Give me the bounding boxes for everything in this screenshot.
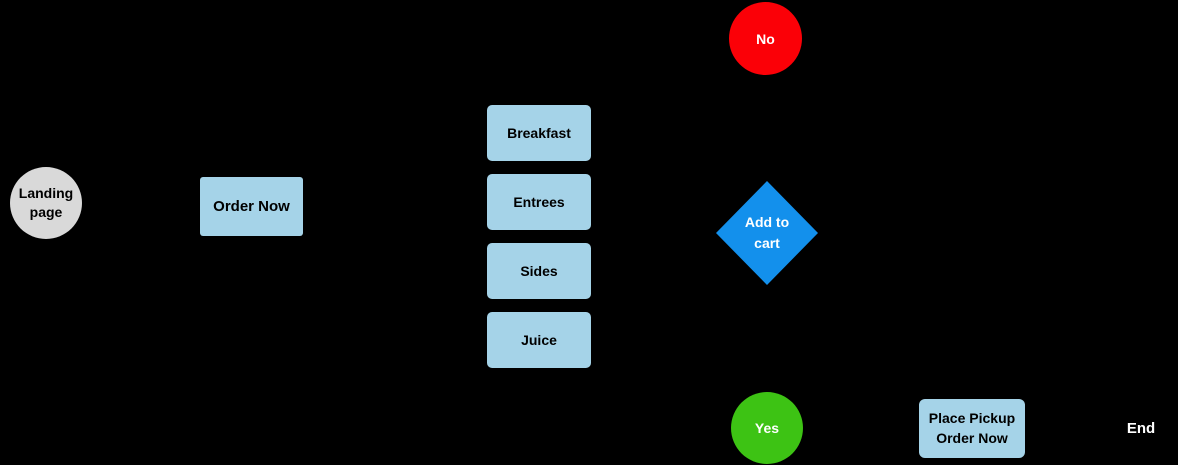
node-order-now[interactable]: Order Now (200, 177, 303, 236)
node-landing-page-label: Landing page (18, 185, 74, 220)
node-end[interactable]: End (1118, 418, 1164, 438)
node-no-label: No (756, 30, 775, 47)
node-place-pickup-order[interactable]: Place Pickup Order Now (919, 399, 1025, 458)
node-no[interactable]: No (729, 2, 802, 75)
node-menu-sides-label: Sides (520, 263, 558, 279)
node-menu-breakfast-label: Breakfast (507, 125, 571, 141)
node-yes-label: Yes (754, 420, 780, 436)
node-place-pickup-order-label: Place Pickup Order Now (928, 409, 1016, 446)
node-menu-sides[interactable]: Sides (487, 243, 591, 299)
node-menu-entrees[interactable]: Entrees (487, 174, 591, 230)
node-menu-juice[interactable]: Juice (487, 312, 591, 368)
node-menu-juice-label: Juice (521, 332, 557, 348)
node-landing-page[interactable]: Landing page (10, 167, 82, 239)
node-yes[interactable]: Yes (731, 392, 803, 464)
node-add-to-cart-decision[interactable]: Add to cart (716, 181, 818, 285)
node-end-label: End (1126, 419, 1156, 437)
node-menu-entrees-label: Entrees (513, 194, 565, 210)
node-add-to-cart-label: Add to cart (744, 214, 790, 251)
node-order-now-label: Order Now (213, 198, 290, 215)
node-menu-breakfast[interactable]: Breakfast (487, 105, 591, 161)
